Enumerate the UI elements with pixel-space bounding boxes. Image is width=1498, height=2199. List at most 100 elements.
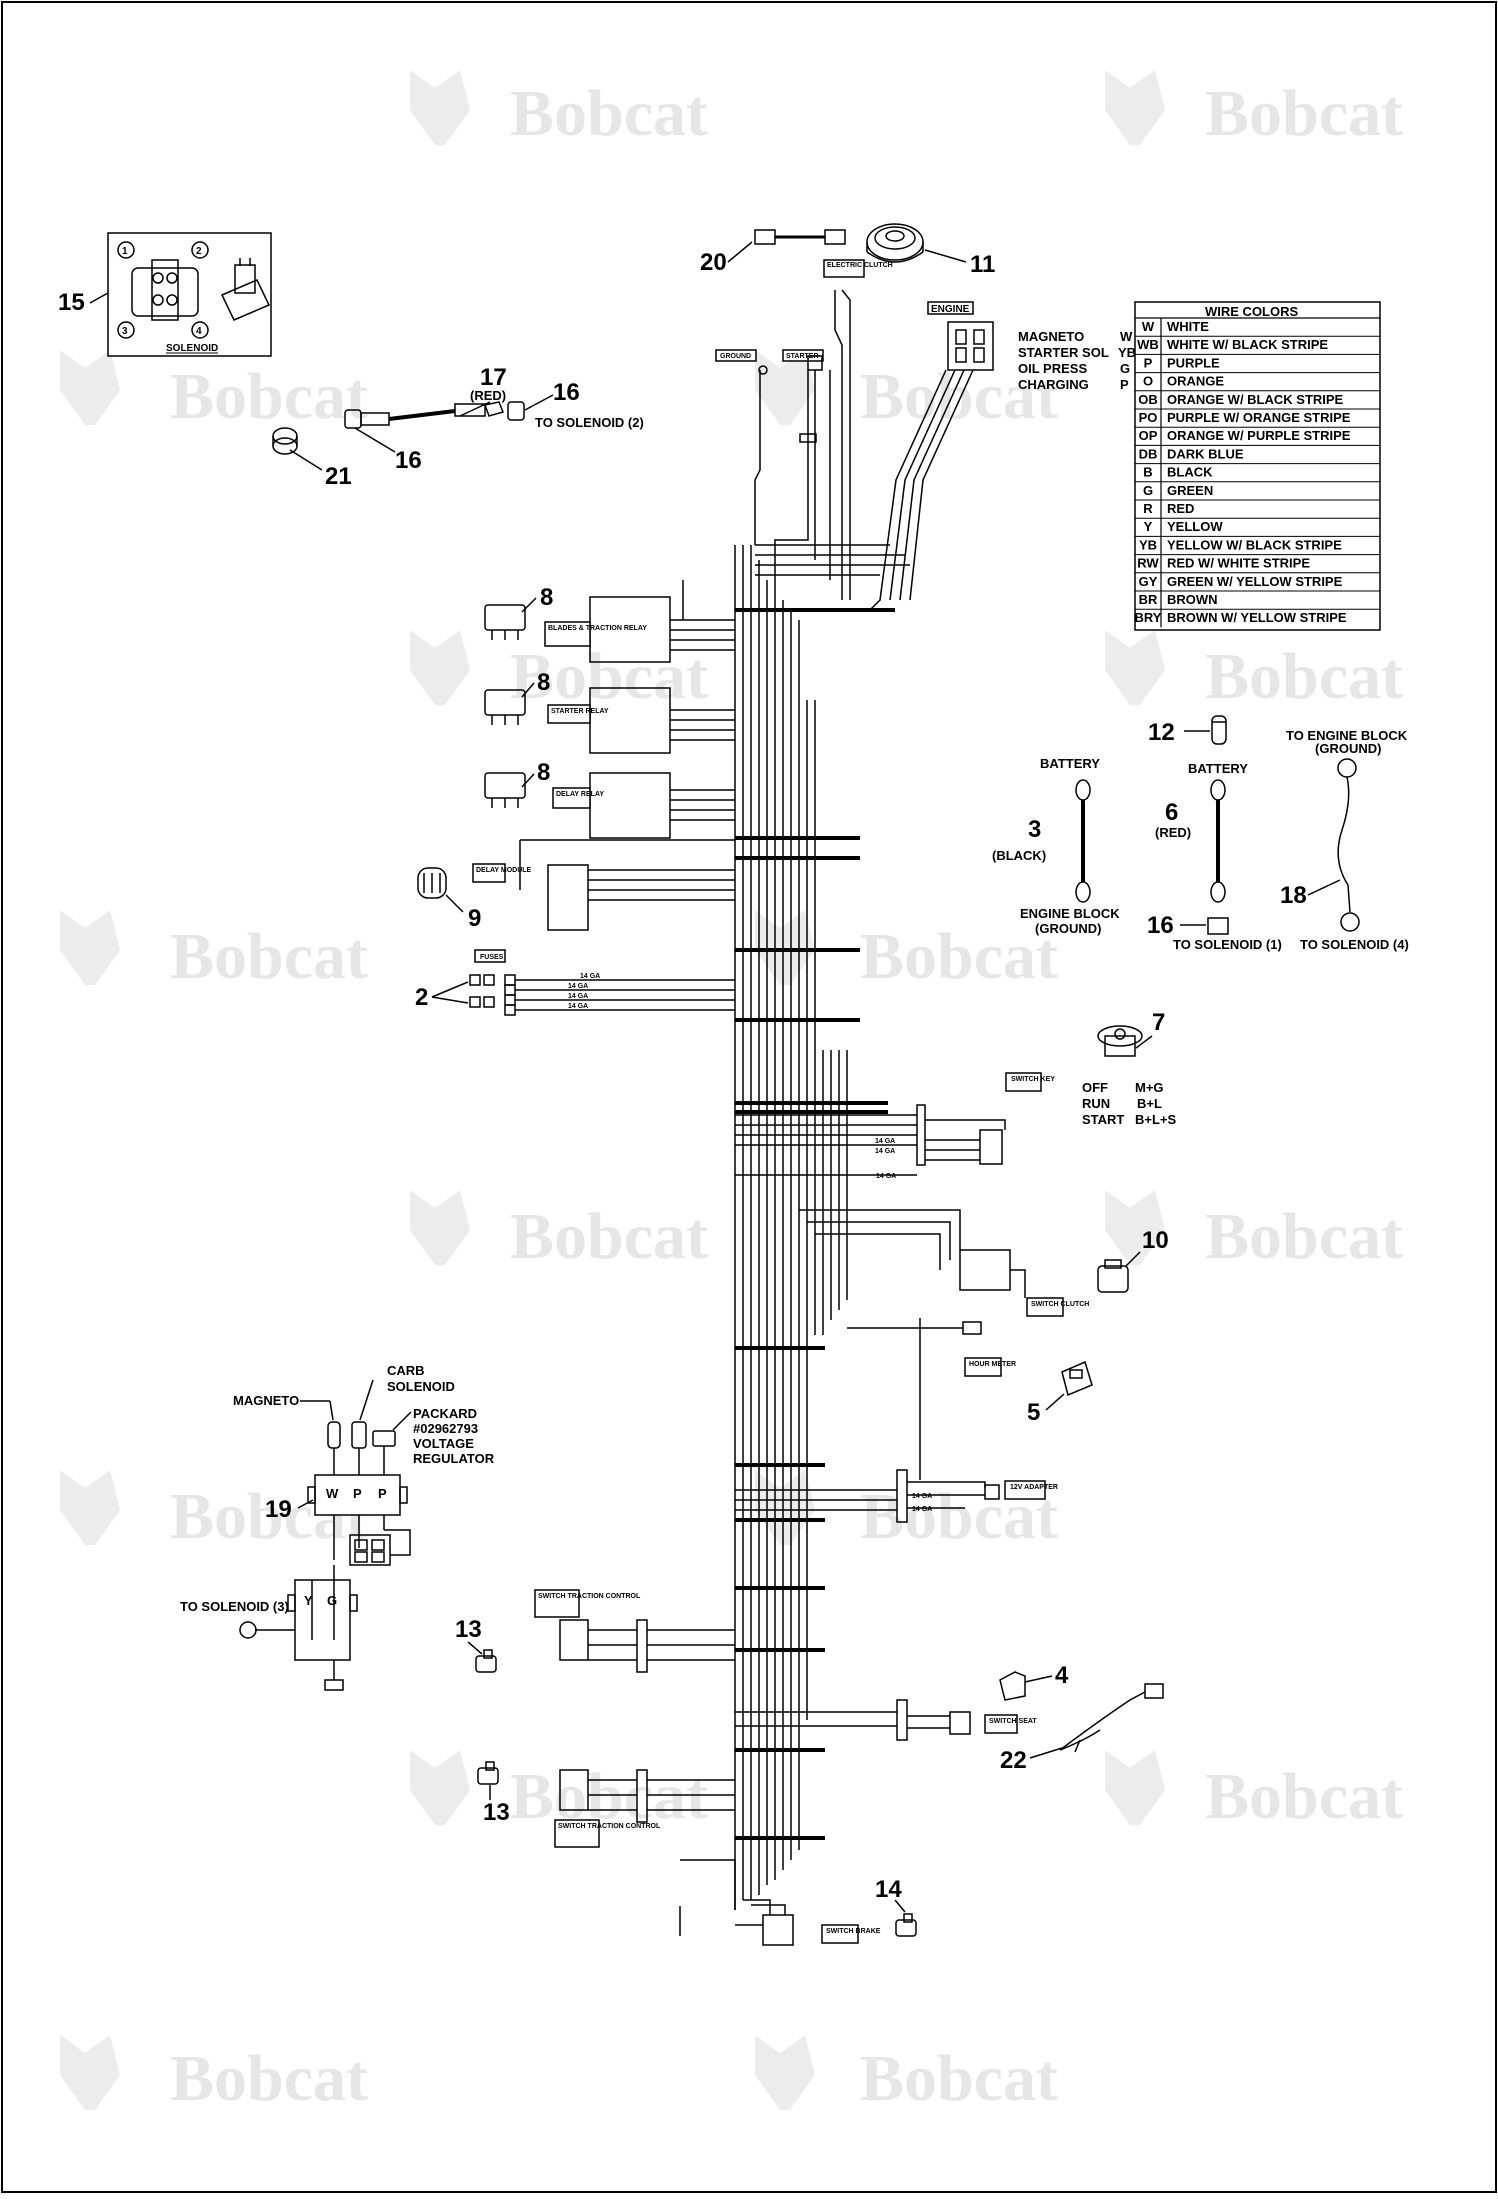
callout-20: 20 — [700, 249, 727, 276]
key-connection: M+G — [1135, 1080, 1164, 1095]
callout-8: 8 — [540, 584, 553, 611]
callout-19: 19 — [265, 1496, 292, 1523]
regulator-connector — [239, 1446, 411, 1691]
regulator-pin-bottom: G — [327, 1593, 337, 1608]
carb-solenoid-plug — [351, 1421, 367, 1449]
to-engine-block-ground-label: (GROUND) — [1315, 741, 1381, 756]
key-position: OFF — [1082, 1080, 1108, 1095]
hour-meter-tag: HOUR METER — [969, 1361, 1016, 1368]
regulator-pin-top: P — [378, 1486, 387, 1501]
magneto-plug — [327, 1421, 341, 1449]
pin-marker — [191, 241, 209, 259]
pin-number: 4 — [196, 326, 202, 337]
wire-colors-title: WIRE COLORS — [1205, 304, 1298, 319]
key-connection: B+L+S — [1135, 1112, 1177, 1127]
gauge-label: 14 GA — [912, 1506, 932, 1513]
regulator-pin-top: W — [326, 1486, 339, 1501]
callout-13: 13 — [455, 1616, 482, 1643]
engine-block-ground-label: (GROUND) — [1035, 921, 1101, 936]
gauge-label: 14 GA — [876, 1173, 896, 1180]
carb-solenoid-label: CARB — [387, 1363, 425, 1378]
clutch-switch-connector — [959, 1249, 1011, 1291]
engine-legend-row-code: YB — [1118, 345, 1136, 360]
battery-red-label: (RED) — [1155, 825, 1191, 840]
gauge-label: 14 GA — [568, 993, 588, 1000]
callout-8: 8 — [537, 669, 550, 696]
to-solenoid-2: TO SOLENOID (2) — [535, 415, 644, 430]
to-solenoid-1: TO SOLENOID (1) — [1173, 937, 1282, 952]
watermark-text: Bobcat — [860, 920, 1058, 993]
callout-10: 10 — [1142, 1227, 1169, 1254]
callout-6: 6 — [1165, 799, 1178, 826]
callout-3: 3 — [1028, 816, 1041, 843]
packard-label: #02962793 — [413, 1421, 478, 1436]
item-17-color: (RED) — [470, 388, 506, 403]
wire-color-code: P — [1144, 355, 1153, 370]
watermark-layer: Bobcat Bobcat Bobcat Bobcat Bobcat Bobca… — [60, 70, 1403, 2115]
relay-icon — [484, 772, 526, 808]
watermark-text: Bobcat — [1205, 1200, 1403, 1273]
solenoid-label: SOLENOID — [166, 343, 218, 354]
watermark-text: Bobcat — [1205, 1760, 1403, 1833]
brake-switch-connector — [762, 1914, 794, 1946]
hour-meter-icon — [1061, 1360, 1093, 1397]
pin-number: 1 — [122, 246, 128, 257]
wire-color-name: BLACK — [1167, 465, 1213, 480]
watermark-text: Bobcat — [510, 77, 708, 150]
delay-module-tag: DELAY MODULE — [476, 867, 532, 874]
switch-clutch-tag: SWITCH CLUTCH — [1031, 1301, 1089, 1308]
seat-switch-icon — [999, 1671, 1026, 1701]
pin-marker — [117, 321, 135, 339]
starter-tag: STARTER — [786, 353, 819, 360]
brake-switch-icon — [895, 1913, 917, 1937]
traction-switch-connector — [559, 1769, 589, 1811]
engine-legend-row-name: CHARGING — [1018, 377, 1089, 392]
traction-switch-icon — [475, 1649, 497, 1673]
callout-15: 15 — [58, 289, 85, 316]
relay-icon — [484, 604, 526, 640]
wire-color-name: BROWN W/ YELLOW STRIPE — [1167, 610, 1347, 625]
callout-22: 22 — [1000, 1747, 1027, 1774]
gauge-label: 14 GA — [912, 1493, 932, 1500]
engine-tag: ENGINE — [931, 304, 970, 315]
callout-7: 7 — [1152, 1009, 1165, 1036]
callout-2: 2 — [415, 984, 428, 1011]
switch-seat-tag: SWITCH SEAT — [989, 1718, 1037, 1725]
pin-marker — [191, 321, 209, 339]
callout-21: 21 — [325, 463, 352, 490]
ground-strap-18 — [1337, 758, 1360, 932]
packard-label: PACKARD — [413, 1406, 477, 1421]
switch-traction-control-tag: SWITCH TRACTION CONTROL — [558, 1823, 661, 1830]
callout-9: 9 — [468, 905, 481, 932]
wire-color-name: ORANGE W/ BLACK STRIPE — [1167, 392, 1344, 407]
pin-number: 2 — [196, 246, 202, 257]
item-20-fuse-holder — [754, 229, 846, 245]
key-position: START — [1082, 1112, 1124, 1127]
wire-color-code: W — [1142, 319, 1155, 334]
starter-relay-tag: STARTER RELAY — [551, 708, 609, 715]
wire-color-code: Y — [1144, 519, 1153, 534]
callout-5: 5 — [1027, 1399, 1040, 1426]
switch-traction-control-tag: SWITCH TRACTION CONTROL — [538, 1593, 641, 1600]
battery-cable-red — [1207, 779, 1229, 935]
ignition-switch-icon — [1097, 1025, 1143, 1057]
engine-legend-row-code: W — [1120, 329, 1133, 344]
callout-8: 8 — [537, 759, 550, 786]
packard-label: VOLTAGE — [413, 1436, 474, 1451]
to-engine-block-label: TO ENGINE BLOCK — [1286, 728, 1408, 743]
watermark-text: Bobcat — [510, 1200, 708, 1273]
watermark-text: Bobcat — [170, 360, 368, 433]
fuse-holder-12 — [1211, 715, 1227, 745]
watermark-text: Bobcat — [510, 640, 708, 713]
wire-color-name: YELLOW — [1167, 519, 1223, 534]
wire-color-name: ORANGE — [1167, 374, 1224, 389]
engine-legend-row-name: OIL PRESS — [1018, 361, 1087, 376]
